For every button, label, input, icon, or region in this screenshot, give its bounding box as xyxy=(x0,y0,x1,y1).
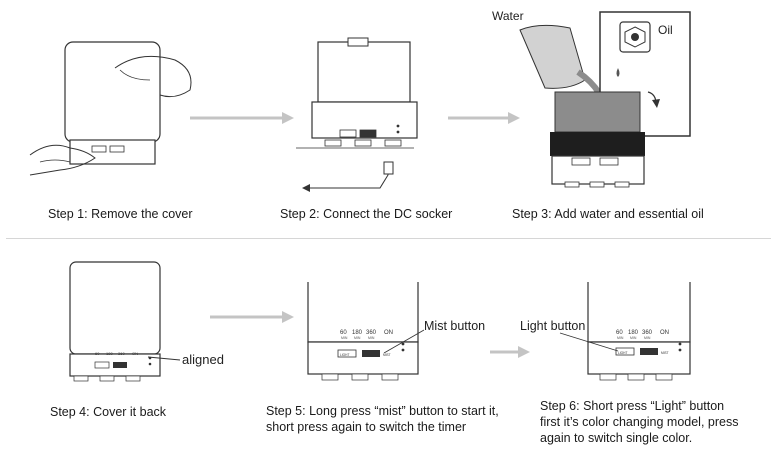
step5-caption-line1: Step 5: Long press “mist” button to star… xyxy=(266,404,499,418)
mist-label: MIST xyxy=(383,353,391,357)
oil-label: Oil xyxy=(658,23,673,37)
step5-caption-line2: short press again to switch the timer xyxy=(266,420,467,434)
timer-label: 360 xyxy=(642,330,653,336)
mist-button xyxy=(359,129,377,138)
on-label: ON xyxy=(384,330,393,336)
dc-plug-icon xyxy=(383,161,394,175)
step6-caption-line2: first it’s color changing model, press xyxy=(540,415,739,429)
device-base xyxy=(551,155,645,185)
step2-illustration xyxy=(296,37,418,192)
timer-label: 60 xyxy=(95,351,100,356)
step6-caption-line3: again to switch single color. xyxy=(540,431,693,445)
timer-label: 180 xyxy=(106,351,113,356)
step6-caption-line1: Step 6: Short press “Light” button xyxy=(540,399,725,413)
light-button-callout: Light button xyxy=(520,319,585,333)
arrow-step1-to-step2 xyxy=(190,112,294,124)
step1-caption: Step 1: Remove the cover xyxy=(48,207,193,221)
step3-caption: Step 3: Add water and essential oil xyxy=(512,207,704,221)
aligned-label: aligned xyxy=(182,352,224,367)
light-label: LIGHT xyxy=(340,353,349,357)
step4-caption: Step 4: Cover it back xyxy=(50,405,167,419)
step5-illustration xyxy=(307,282,425,381)
water-label: Water xyxy=(492,9,524,23)
reservoir xyxy=(317,41,411,103)
timer-sub-label: MIN xyxy=(644,336,651,340)
mist-button-callout: Mist button xyxy=(424,319,485,333)
step4-illustration xyxy=(69,261,181,382)
timer-sub-label: MIN xyxy=(341,336,348,340)
timer-label: 360 xyxy=(366,330,377,336)
on-label: ON xyxy=(132,351,138,356)
light-label: LIGHT xyxy=(618,351,627,355)
light-button xyxy=(339,129,357,138)
arrow-step5-to-step6 xyxy=(490,346,530,358)
mist-label: MIST xyxy=(661,351,669,355)
mist-button xyxy=(640,348,658,355)
hand-bottom-icon xyxy=(29,144,96,176)
dc-cable-icon xyxy=(310,168,389,189)
section-divider xyxy=(6,238,771,239)
device-cover xyxy=(587,282,691,343)
light-button xyxy=(337,349,357,358)
step3-illustration xyxy=(519,11,691,188)
mist-button xyxy=(362,350,380,357)
hand-top-icon xyxy=(114,55,192,98)
water-reservoir xyxy=(554,91,641,133)
timer-label: 360 xyxy=(118,351,125,356)
timer-sub-label: MIN xyxy=(630,336,637,340)
device-cover xyxy=(307,282,419,343)
dark-band xyxy=(550,132,645,156)
on-label: ON xyxy=(660,330,669,336)
device-cover xyxy=(69,261,161,355)
step6-illustration xyxy=(559,282,691,381)
timer-label: 180 xyxy=(352,330,363,336)
water-jug-icon xyxy=(519,24,586,89)
step2-caption: Step 2: Connect the DC socker xyxy=(280,207,453,221)
timer-sub-label: MIN xyxy=(354,336,361,340)
timer-label: 60 xyxy=(616,330,623,336)
light-button xyxy=(615,347,635,356)
timer-label: 180 xyxy=(628,330,639,336)
step1-illustration xyxy=(29,41,192,176)
timer-label: 60 xyxy=(340,330,347,336)
arrow-step2-to-step3 xyxy=(448,112,520,124)
arrow-step4-to-step5 xyxy=(210,311,294,323)
timer-sub-label: MIN xyxy=(617,336,624,340)
timer-sub-label: MIN xyxy=(368,336,375,340)
device-base xyxy=(307,341,419,375)
